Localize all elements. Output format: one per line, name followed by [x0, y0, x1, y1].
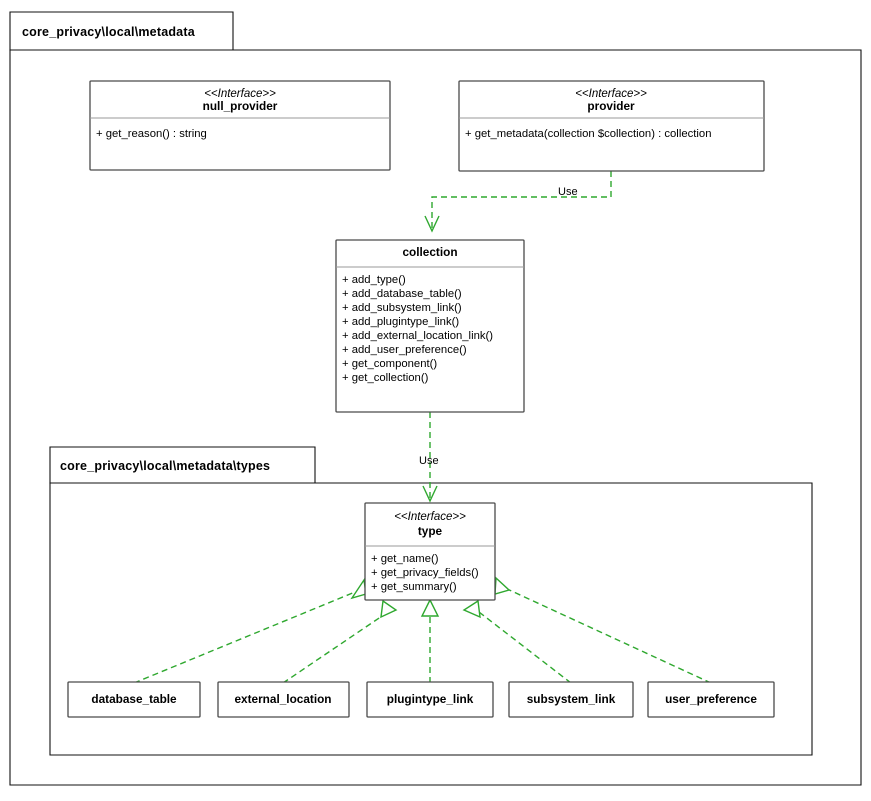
- class-collection-member: + add_database_table(): [342, 288, 462, 300]
- class-database_table[interactable]: database_table: [67, 681, 201, 718]
- class-plugintype_link[interactable]: plugintype_link: [366, 681, 494, 718]
- class-plugintype_link-frame: [366, 681, 494, 718]
- relationship-collection-type[interactable]: Use: [419, 412, 439, 503]
- class-null_provider-member: + get_reason() : string: [96, 128, 207, 140]
- class-provider-name: provider: [587, 99, 635, 113]
- hollow-triangle-icon: [420, 598, 440, 617]
- class-plugintype_link-name: plugintype_link: [387, 692, 474, 706]
- hollow-triangle-icon: [380, 599, 398, 619]
- class-subsystem_link-frame: [508, 681, 634, 718]
- relationship-plugintype_link-type[interactable]: [420, 598, 440, 683]
- package-outer-tab: [9, 11, 234, 51]
- class-collection-member: + get_collection(): [342, 372, 429, 384]
- package-outer[interactable]: core_privacy\local\metadata: [9, 11, 862, 786]
- class-type-stereotype: <<Interface>>: [394, 511, 466, 523]
- class-null_provider-stereotype: <<Interface>>: [204, 88, 276, 100]
- relationship-collection-type-label: Use: [419, 455, 439, 467]
- package-types[interactable]: core_privacy\local\metadata\types: [49, 446, 813, 756]
- class-external_location-name: external_location: [234, 692, 331, 706]
- package-types-label: core_privacy\local\metadata\types: [60, 459, 270, 473]
- class-type-member: + get_name(): [371, 553, 439, 565]
- relationship-database_table-type[interactable]: [133, 578, 367, 684]
- class-type-frame: [364, 502, 496, 601]
- relationship-provider-collection-label: Use: [558, 186, 578, 198]
- package-types-tab: [49, 446, 316, 484]
- class-collection-name: collection: [402, 245, 457, 259]
- class-collection[interactable]: collection + add_type() + add_database_t…: [335, 239, 525, 413]
- class-subsystem_link-name: subsystem_link: [527, 692, 616, 706]
- class-collection-member: + add_user_preference(): [342, 344, 467, 356]
- relationship-subsystem_link-type[interactable]: [462, 599, 572, 684]
- class-provider-member: + get_metadata(collection $collection) :…: [465, 128, 711, 140]
- class-collection-member: + get_component(): [342, 358, 437, 370]
- class-null_provider-name: null_provider: [203, 99, 278, 113]
- class-null_provider[interactable]: <<Interface>> null_provider + get_reason…: [89, 80, 391, 171]
- class-subsystem_link[interactable]: subsystem_link: [508, 681, 634, 718]
- hollow-triangle-icon: [462, 599, 481, 619]
- relationship-database_table-type-line: [133, 591, 356, 684]
- relationship-user_preference-type[interactable]: [494, 576, 712, 684]
- class-collection-member: + add_subsystem_link(): [342, 302, 462, 314]
- relationship-external_location-type-line: [282, 611, 389, 684]
- class-external_location-frame: [217, 681, 350, 718]
- open-arrow-icon: [422, 485, 438, 503]
- class-type-name: type: [418, 524, 443, 538]
- class-null_provider-frame: [89, 80, 391, 171]
- class-database_table-frame: [67, 681, 201, 718]
- class-collection-member: + add_external_location_link(): [342, 330, 493, 342]
- relationship-provider-collection-line: [431, 171, 612, 228]
- class-type-member: + get_summary(): [371, 581, 457, 593]
- class-collection-member: + add_type(): [342, 274, 406, 286]
- class-user_preference-frame: [647, 681, 775, 718]
- class-type[interactable]: <<Interface>> type + get_name() + get_pr…: [364, 502, 496, 601]
- class-user_preference-name: user_preference: [665, 692, 757, 706]
- open-arrow-icon: [424, 215, 440, 233]
- package-outer-label: core_privacy\local\metadata: [22, 25, 196, 39]
- relationship-subsystem_link-type-line: [478, 611, 572, 684]
- class-provider-frame: [458, 80, 765, 172]
- relationship-external_location-type[interactable]: [282, 599, 398, 684]
- relationship-provider-collection[interactable]: Use: [424, 171, 612, 233]
- class-provider-stereotype: <<Interface>>: [575, 88, 647, 100]
- class-provider[interactable]: <<Interface>> provider + get_metadata(co…: [458, 80, 765, 172]
- class-collection-frame: [335, 239, 525, 413]
- class-external_location[interactable]: external_location: [217, 681, 350, 718]
- relationship-user_preference-type-line: [504, 587, 712, 684]
- hollow-triangle-icon: [494, 576, 511, 595]
- class-collection-member: + add_plugintype_link(): [342, 316, 459, 328]
- class-type-member: + get_privacy_fields(): [371, 567, 479, 579]
- class-database_table-name: database_table: [91, 692, 177, 706]
- hollow-triangle-icon: [350, 578, 367, 600]
- class-user_preference[interactable]: user_preference: [647, 681, 775, 718]
